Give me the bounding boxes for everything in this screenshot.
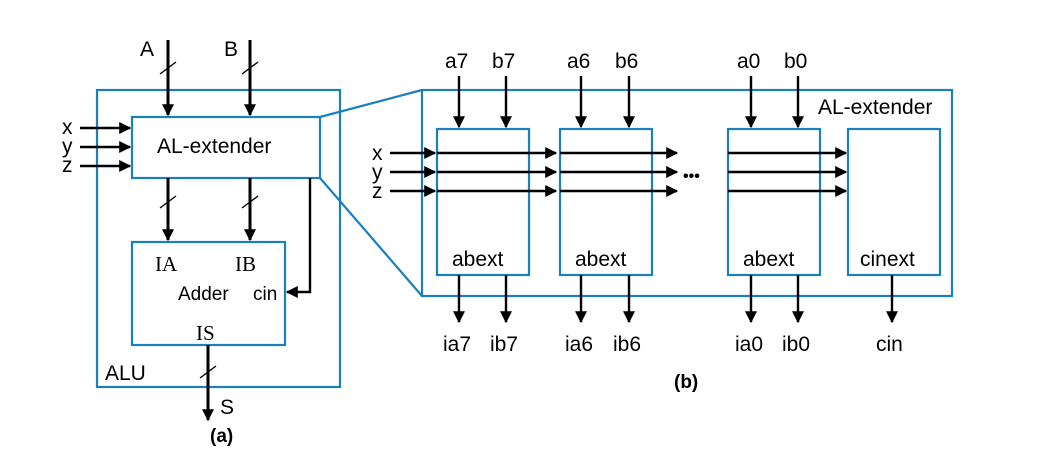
adder-is-label: IS	[196, 321, 215, 345]
diagram-a: A B x y z AL-extender IA IB Adder cin IS…	[62, 38, 342, 447]
ia-slash	[159, 195, 177, 209]
in-a6-label: a6	[567, 50, 590, 73]
adder-ia-label: IA	[155, 252, 178, 276]
out-ia7-label: ia7	[443, 333, 471, 356]
abext-block-6	[558, 127, 654, 277]
in-a7-label: a7	[445, 50, 468, 73]
alu-label: ALU	[105, 362, 146, 385]
detail-ctrl-y-label: y	[372, 161, 383, 184]
caption-b: (b)	[674, 372, 698, 393]
ellipsis: •••	[683, 168, 700, 185]
ib-slash	[241, 195, 259, 209]
input-a-slash	[159, 61, 177, 75]
abext-block-7	[435, 127, 531, 277]
cinext-label: cinext	[860, 248, 915, 271]
detail-ctrl-z-label: z	[372, 180, 383, 203]
in-b0-label: b0	[784, 50, 807, 73]
al-extender-label: AL-extender	[157, 135, 271, 158]
input-b-label: B	[224, 38, 238, 61]
cin-wire	[285, 178, 312, 298]
in-b7-label: b7	[492, 50, 515, 73]
adder-ib-label: IB	[235, 252, 256, 276]
output-s-slash	[199, 365, 217, 379]
input-b-slash	[241, 61, 259, 75]
out-cin-label: cin	[876, 333, 903, 356]
detail-ctrl-x-label: x	[372, 142, 383, 165]
ctrl-z-label: z	[62, 154, 73, 177]
out-ib7-label: ib7	[490, 333, 518, 356]
adder-cin-label: cin	[253, 284, 277, 305]
abext-label-6: abext	[575, 248, 627, 271]
ctrl-y-label: y	[62, 135, 73, 158]
in-b6-label: b6	[615, 50, 638, 73]
abext-block-0	[726, 127, 822, 277]
caption-a: (a)	[210, 426, 233, 447]
al-extender-detail-box	[420, 88, 954, 298]
al-extender-box	[130, 115, 322, 180]
out-ib0-label: ib0	[782, 333, 810, 356]
in-a0-label: a0	[737, 50, 760, 73]
zoom-line-bottom	[319, 177, 423, 297]
adder-label: Adder	[178, 284, 229, 305]
ctrl-x-label: x	[62, 116, 73, 139]
abext-label-0: abext	[743, 248, 795, 271]
abext-label-7: abext	[452, 248, 504, 271]
zoom-line-top	[319, 88, 423, 119]
output-s-label: S	[220, 396, 234, 419]
cinext-block	[846, 127, 942, 277]
out-ib6-label: ib6	[613, 333, 641, 356]
al-extender-detail-title: AL-extender	[818, 96, 932, 119]
out-ia6-label: ia6	[565, 333, 593, 356]
diagram-b: AL-extender a7 b7 a6 b6 a0 b0 x y z	[372, 50, 954, 393]
alu-box	[95, 88, 342, 389]
out-ia0-label: ia0	[735, 333, 763, 356]
input-a-label: A	[140, 38, 154, 61]
